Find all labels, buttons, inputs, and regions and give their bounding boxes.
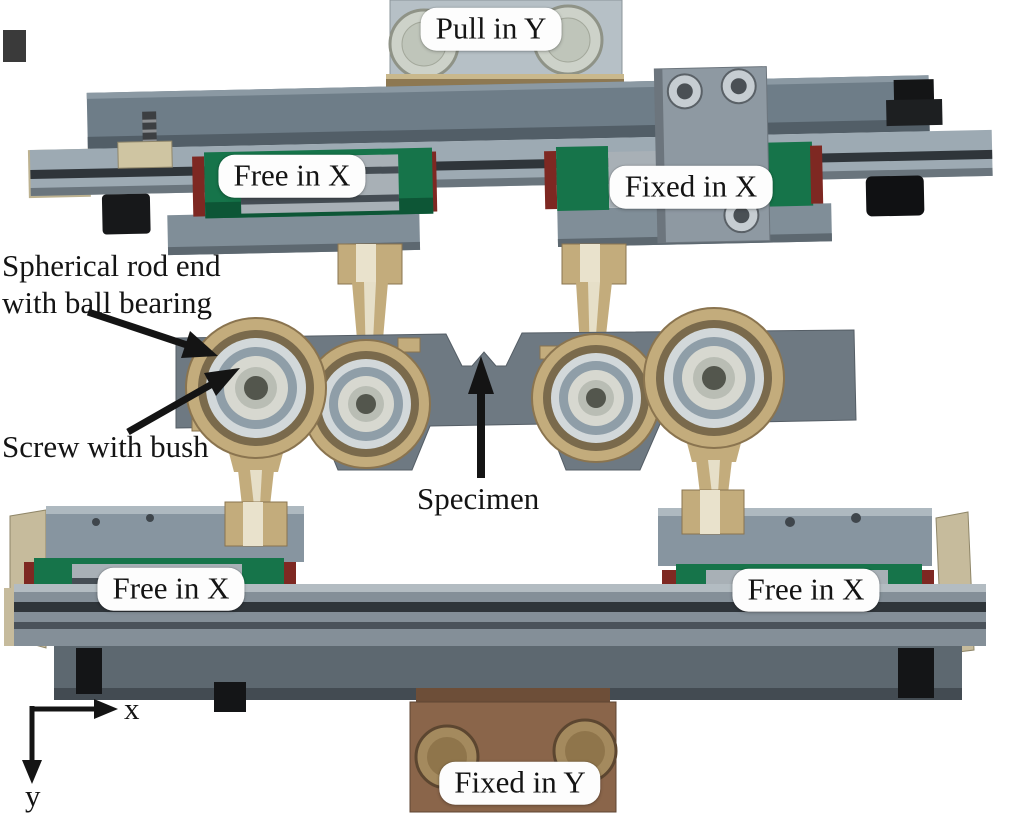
hex-highlight bbox=[580, 244, 600, 284]
plate-hole bbox=[146, 514, 154, 522]
plate-hole bbox=[851, 513, 861, 523]
socket bbox=[730, 78, 747, 95]
seal-cap bbox=[544, 151, 558, 210]
rod-end-outer-left bbox=[185, 317, 327, 547]
thread-line bbox=[142, 129, 157, 133]
label-lower-left-free-in-x: Free in X bbox=[97, 567, 245, 611]
label-pull-in-y: Pull in Y bbox=[420, 7, 562, 51]
annotation-screw: Screw with bush bbox=[2, 429, 209, 464]
label-fixed-in-x: Fixed in X bbox=[609, 165, 773, 209]
label-lower-right-free-in-x: Free in X bbox=[732, 568, 880, 612]
annotation-rod-end-line1: Spherical rod end bbox=[2, 248, 221, 283]
plate-hole bbox=[785, 517, 795, 527]
hex-highlight bbox=[700, 490, 720, 534]
y-axis-label: y bbox=[25, 778, 41, 813]
hex-highlight bbox=[356, 244, 376, 284]
adjuster-nut bbox=[117, 140, 173, 169]
fixed-carriage-plate bbox=[653, 66, 771, 244]
annotation-arrows bbox=[86, 308, 494, 478]
annotation-rod-end: Spherical rod end with ball bearing bbox=[2, 247, 221, 321]
lower-rail-groove bbox=[14, 602, 986, 612]
center-screw-icon bbox=[356, 394, 376, 414]
rail-end-cap-left bbox=[4, 588, 16, 646]
stop-bolt-upper-right bbox=[893, 79, 935, 104]
clamp-bolt-lower-left bbox=[214, 682, 246, 712]
bearing-body bbox=[759, 141, 814, 207]
specimen-linkage bbox=[175, 243, 857, 547]
clamp-knob-lower-right bbox=[898, 648, 934, 698]
socket bbox=[676, 83, 693, 100]
shank-highlight bbox=[708, 460, 720, 494]
hex-highlight bbox=[243, 502, 263, 546]
rod-end-arrowhead bbox=[181, 331, 218, 358]
upper-rail-assembly bbox=[27, 66, 993, 256]
plate-hole bbox=[92, 518, 100, 526]
stop-bolt-nut-upper-right bbox=[886, 98, 943, 127]
bearing-body bbox=[555, 145, 610, 212]
clamp-knob-right bbox=[865, 175, 925, 217]
rod-end-outer-right bbox=[643, 307, 785, 535]
label-upper-left-free-in-x: Free in X bbox=[218, 154, 366, 198]
center-screw-icon bbox=[586, 388, 606, 408]
washer-screw-center bbox=[565, 731, 605, 771]
brass-strip-highlight bbox=[386, 74, 624, 79]
rail-groove-2 bbox=[14, 622, 986, 629]
set-screw-icon bbox=[397, 337, 421, 353]
plate-highlight bbox=[658, 508, 932, 516]
stop-bolt-lower-left bbox=[76, 648, 102, 694]
frame-corner-tab bbox=[3, 30, 26, 62]
rod-end-inner-left bbox=[301, 339, 431, 469]
plate-highlight bbox=[46, 506, 304, 514]
center-screw-icon bbox=[702, 366, 726, 390]
x-axis-arrowhead bbox=[94, 699, 118, 719]
connecting-rod-inner-right bbox=[561, 243, 627, 362]
annotation-specimen: Specimen bbox=[417, 481, 540, 516]
screw-arrow bbox=[126, 379, 216, 436]
seal-cap bbox=[809, 145, 824, 204]
seal-cap bbox=[192, 156, 206, 217]
specimen-arrowhead bbox=[468, 356, 494, 394]
annotation-rod-end-line2: with ball bearing bbox=[2, 285, 213, 320]
thread-line bbox=[142, 119, 157, 123]
shank-highlight bbox=[250, 470, 262, 506]
y-axis-arrowhead bbox=[22, 760, 42, 784]
rod-end-arrow bbox=[86, 308, 192, 350]
rail-highlight bbox=[14, 584, 986, 592]
rod-end-inner-right bbox=[531, 333, 661, 463]
coordinate-axes bbox=[22, 699, 118, 784]
center-screw-icon bbox=[244, 376, 268, 400]
socket bbox=[733, 207, 750, 224]
x-axis-label: x bbox=[124, 691, 140, 726]
screw-arrowhead bbox=[204, 368, 240, 396]
label-fixed-in-y: Fixed in Y bbox=[439, 761, 601, 805]
clamp-knob-left bbox=[101, 193, 151, 235]
